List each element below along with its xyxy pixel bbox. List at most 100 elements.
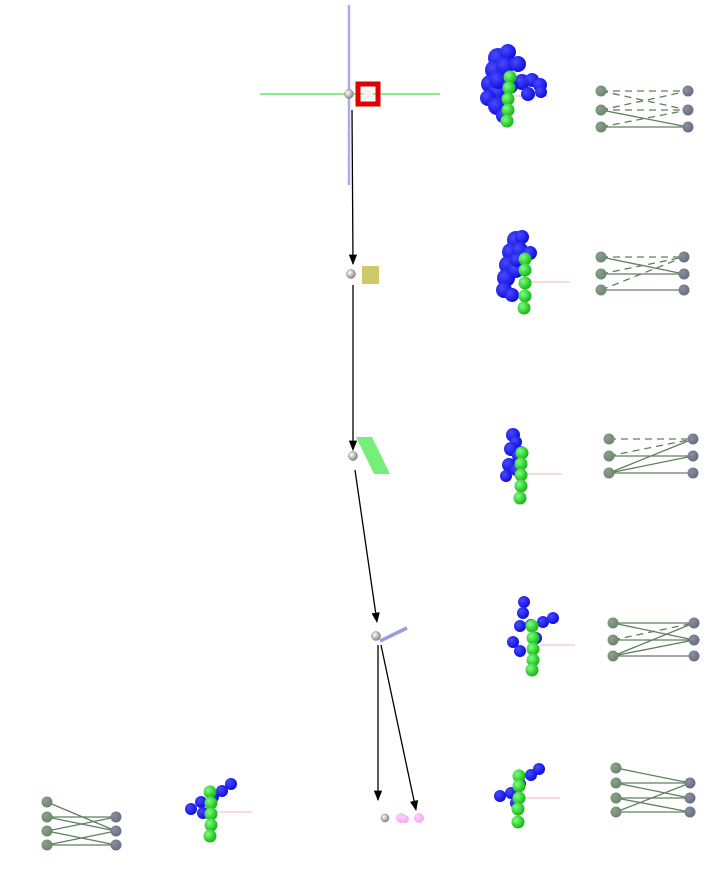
left-node-icon [607, 650, 619, 662]
right-node-icon [110, 839, 122, 851]
left-node-icon [603, 450, 615, 462]
parallelogram-icon [356, 437, 390, 474]
blob-icon [401, 815, 409, 823]
right-node-icon [684, 792, 696, 804]
root-sphere-icon [344, 89, 354, 99]
blue-atom [518, 596, 530, 608]
cluster-row-2 [496, 230, 570, 315]
left-node-icon [595, 104, 607, 116]
edge-node-4-to-leaf-b [380, 644, 419, 812]
left-node-icon [41, 811, 53, 823]
left-node-icon [610, 777, 622, 789]
green-atom [514, 479, 528, 493]
green-atom [512, 779, 526, 793]
right-node-icon [684, 777, 696, 789]
left-node-icon [610, 762, 622, 774]
bipartite-row-2 [595, 251, 690, 296]
right-node-icon [688, 634, 700, 646]
left-node-icon [41, 825, 53, 837]
blue-atom [225, 778, 237, 790]
green-atom [525, 663, 539, 677]
blue-atom [533, 763, 545, 775]
right-node-icon [687, 450, 699, 462]
bipartite-edge [608, 438, 694, 457]
right-node-icon [682, 104, 694, 116]
left-node-icon [610, 806, 622, 818]
bipartite-edge [615, 782, 691, 799]
green-atom [512, 791, 526, 805]
blue-atom [185, 803, 197, 815]
green-atom [203, 829, 217, 843]
green-atom [526, 653, 540, 667]
square-icon [362, 266, 379, 284]
bipartite-edge [600, 90, 689, 111]
node-2-sphere-icon [346, 269, 356, 279]
blue-atom [496, 57, 514, 75]
green-atom [204, 796, 218, 810]
blue-atom [547, 612, 559, 624]
green-atom [512, 769, 526, 783]
blue-atom [505, 288, 519, 302]
right-node-icon [687, 433, 699, 445]
node-3-sphere-icon [348, 451, 358, 461]
node-4-sphere-icon [371, 631, 381, 641]
right-node-icon [110, 811, 122, 823]
bipartite-edge [612, 622, 695, 657]
green-atom [511, 802, 525, 816]
blue-atom [514, 620, 526, 632]
bipartite-edge [608, 455, 694, 474]
bipartite-row-4 [607, 617, 700, 662]
green-atom [518, 252, 532, 266]
bipartite-edge [615, 767, 691, 784]
bipartite-edge [600, 109, 689, 128]
green-atom [502, 81, 516, 95]
cluster-row-1 [480, 44, 548, 128]
green-atom [517, 301, 531, 315]
green-atom [501, 103, 515, 117]
right-node-icon [687, 467, 699, 479]
left-node-icon [41, 796, 53, 808]
green-atom [515, 446, 529, 460]
green-atom [526, 642, 540, 656]
green-atom [203, 785, 217, 799]
green-atom [503, 70, 517, 84]
blue-atom [537, 616, 549, 628]
green-atom [525, 619, 539, 633]
left-node-icon [610, 792, 622, 804]
bipartite-edge [612, 622, 695, 641]
blue-atom [517, 607, 529, 619]
blue-atom [195, 796, 207, 808]
green-atom [501, 92, 515, 106]
left-node-icon [595, 284, 607, 296]
right-node-icon [110, 825, 122, 837]
left-node-icon [603, 433, 615, 445]
cluster-row-4 [507, 596, 575, 677]
cluster-bottom-left [185, 778, 252, 843]
left-node-icon [595, 251, 607, 263]
bipartite-edge [600, 256, 685, 275]
blue-atom [521, 87, 535, 101]
bipartite-edge [615, 782, 691, 813]
blue-atom [500, 44, 516, 60]
green-atom [518, 289, 532, 303]
green-atom [526, 631, 540, 645]
bipartite-edge [46, 816, 117, 832]
blue-atom [216, 785, 228, 797]
right-node-icon [678, 268, 690, 280]
bipartite-row-3 [603, 433, 699, 479]
bipartite-edge [612, 639, 695, 657]
left-node-icon [595, 121, 607, 133]
blue-atom [535, 86, 547, 98]
edge-node-3-to-node-4 [354, 469, 380, 624]
green-atom [514, 468, 528, 482]
green-atom [500, 114, 514, 128]
green-atom [518, 276, 532, 290]
blob-icon [414, 813, 424, 823]
green-atom [511, 815, 525, 829]
blue-atom [514, 645, 526, 657]
blue-atom [515, 230, 529, 244]
blue-atom [500, 470, 512, 482]
left-node-icon [41, 839, 53, 851]
